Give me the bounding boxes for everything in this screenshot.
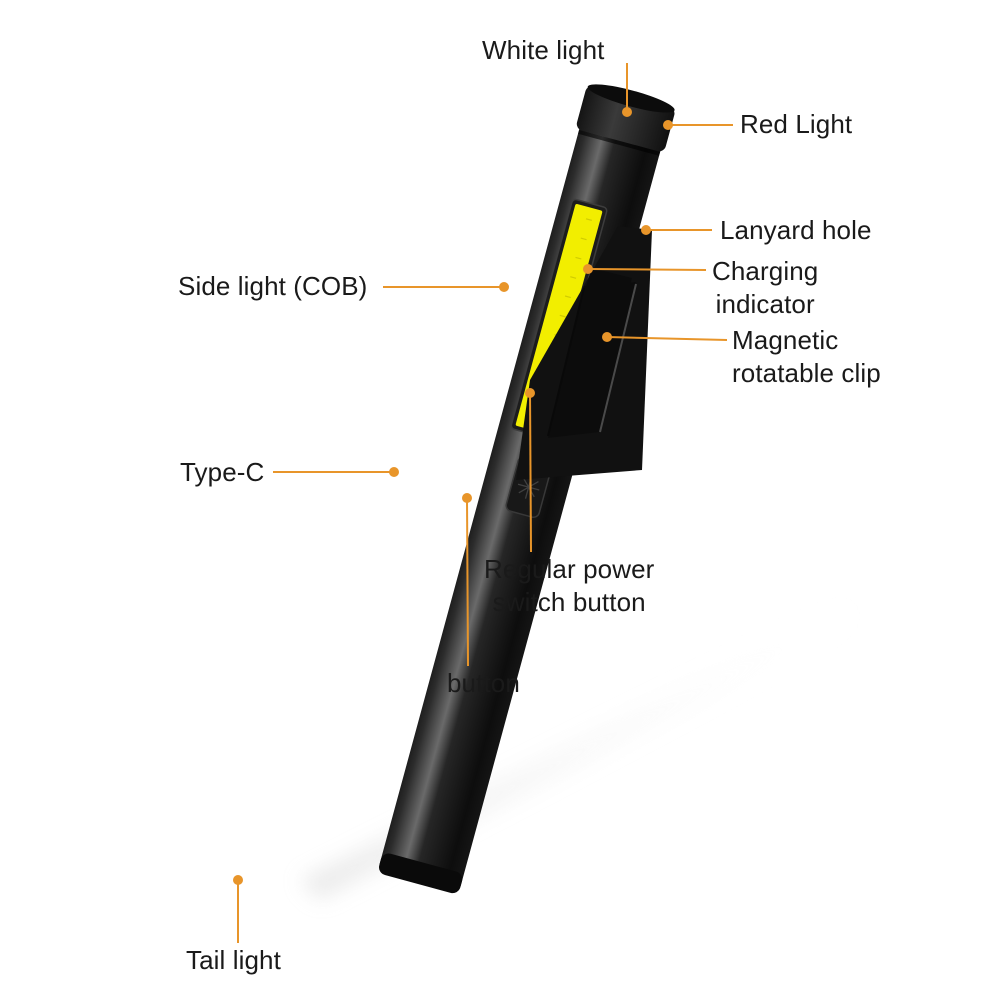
magnetic-clip-label: Magnetic rotatable clip xyxy=(732,325,881,388)
callout-lines xyxy=(237,63,733,943)
power-switch-label: Regular power switch button xyxy=(484,554,655,617)
tail-light-label: Tail light xyxy=(186,945,281,975)
tail-cap xyxy=(379,853,463,894)
callout-dots xyxy=(233,107,673,885)
charging-indicator-label: Charging indicator xyxy=(712,256,819,319)
white-light-label: White light xyxy=(482,35,605,65)
red-light-label: Red Light xyxy=(740,109,853,139)
head-lens xyxy=(587,84,675,113)
side-light-label: Side light (COB) xyxy=(178,271,368,301)
type-c-label: Type-C xyxy=(180,457,265,487)
button-label: button xyxy=(447,668,520,698)
magnetic-clip xyxy=(516,226,652,480)
lanyard-hole-label: Lanyard hole xyxy=(720,215,872,245)
